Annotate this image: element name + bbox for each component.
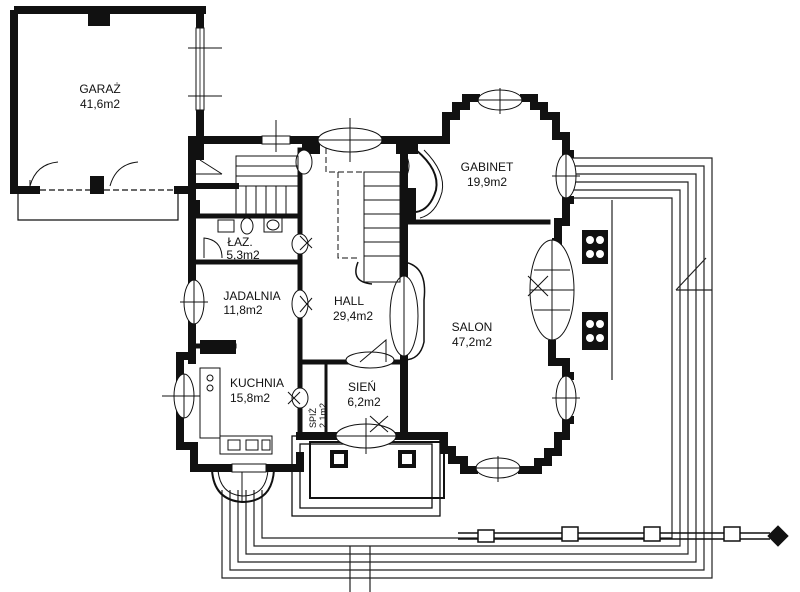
wall-blocks [190, 142, 418, 354]
garage [10, 6, 222, 221]
room-name: HALL [334, 294, 364, 308]
room-label-spiz: SPIŻ 2,1m2 [308, 403, 328, 428]
room-area: 19,9m2 [467, 175, 507, 189]
windows [162, 88, 580, 482]
kitchen-counters [199, 367, 273, 455]
staircase-hall [325, 148, 426, 361]
room-area: 29,4m2 [333, 309, 373, 323]
porch-columns [330, 450, 416, 468]
room-area: 41,6m2 [80, 97, 120, 111]
room-area: 47,2m2 [452, 335, 492, 349]
room-label-jadalnia: JADALNIA 11,8m2 [223, 289, 280, 317]
room-name: JADALNIA [223, 289, 280, 303]
room-area: 5,3m2 [226, 248, 260, 262]
room-label-hall: HALL 29,4m2 [333, 294, 373, 323]
room-area: 15,8m2 [230, 391, 270, 405]
room-name: GARAŻ [79, 82, 120, 96]
room-label-sien: SIEŃ 6,2m2 [347, 379, 381, 409]
staircase-upper [235, 155, 299, 215]
door-swings [196, 151, 549, 433]
room-label-kuchnia: KUCHNIA 15,8m2 [230, 376, 284, 405]
gabinet-bay [415, 149, 438, 213]
room-name: SPIŻ [308, 407, 318, 428]
fireplaces [582, 230, 608, 350]
salon-outline [440, 94, 574, 474]
room-name: SIEŃ [348, 379, 376, 394]
room-label-laz: ŁAZ. 5,3m2 [226, 235, 260, 262]
room-name: ŁAZ. [227, 235, 252, 249]
room-area: 2,1m2 [318, 403, 328, 428]
room-label-salon: SALON 47,2m2 [452, 320, 493, 349]
kitchen-bay-window [211, 468, 275, 504]
room-name: GABINET [461, 160, 514, 174]
terrace-outline [221, 157, 713, 592]
railing [458, 525, 789, 547]
room-area: 6,2m2 [347, 395, 381, 409]
room-name: SALON [452, 320, 493, 334]
bathroom-fixtures [203, 217, 283, 259]
room-area: 11,8m2 [223, 303, 262, 317]
room-name: KUCHNIA [230, 376, 284, 390]
room-label-garaz: GARAŻ 41,6m2 [79, 82, 120, 111]
room-label-gabinet: GABINET 19,9m2 [461, 160, 514, 189]
